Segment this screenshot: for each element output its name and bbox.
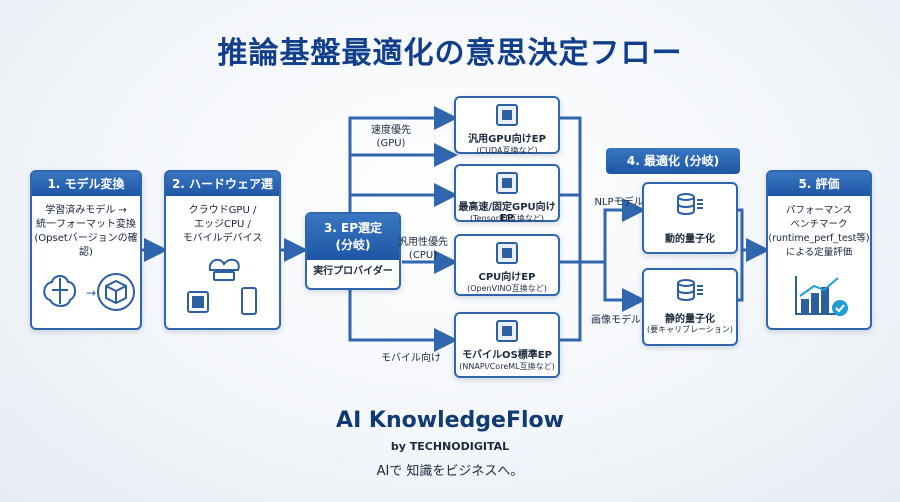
branch-label-speed: 速度優先 (GPU) — [371, 125, 411, 149]
step-header: 5. 評価 — [768, 172, 870, 196]
cpu-chip-icon — [187, 291, 209, 313]
ep-card-cpu: CPU向けEP (OpenVINO互換など) — [454, 234, 560, 296]
ep-note: (OpenVINO互換など) — [467, 284, 547, 293]
step-optimization-header: 4. 最適化 (分岐) — [606, 148, 740, 174]
ep-card-mobile: モバイルOS標準EP (NNAPI/CoreML互換など) — [454, 312, 560, 378]
step-description: パフォーマンス ベンチマーク (runtime_perf_test等) による定… — [768, 205, 870, 258]
optimization-name: 静的量子化 — [665, 314, 715, 325]
ep-note: (TensorRT互換など) — [470, 214, 544, 223]
ep-note: (CUDA互換など) — [476, 146, 538, 155]
branch-label-mobile: モバイル向け — [381, 353, 441, 364]
branch-label-nlp: NLPモデル — [594, 197, 644, 208]
step-ep-selection: 3. EP選定 (分岐) 実行プロバイダー — [305, 212, 401, 290]
brain-icon — [43, 275, 76, 307]
cpu-chip-icon — [496, 320, 518, 342]
optimization-dynamic: 動的量子化 — [642, 182, 738, 254]
hardware-illustration — [187, 258, 257, 315]
step-header: 3. EP選定 (分岐) — [307, 214, 399, 260]
step-description: 学習済みモデル → 統一フォーマット変換 (Opsetバージョンの確認) — [34, 205, 138, 258]
ep-name: CPU向けEP — [478, 272, 536, 283]
ep-name: 汎用GPU向けEP — [468, 134, 546, 145]
footer-tagline: AIで 知識をビジネスへ。 — [376, 464, 524, 479]
database-icon — [677, 193, 703, 215]
step-description: クラウドGPU / エッジCPU / モバイルデバイス — [182, 205, 263, 244]
arrow-to-static — [603, 262, 646, 312]
optimization-name: 動的量子化 — [665, 234, 715, 245]
optimization-static: 静的量子化 (要キャリブレーション) — [642, 268, 738, 346]
model-cube-icon — [97, 273, 135, 311]
smartphone-icon — [241, 287, 257, 315]
ep-name: 最高速/固定GPU向けEP — [458, 202, 556, 224]
database-icon — [677, 279, 703, 301]
arrow-to-dynamic — [603, 198, 646, 262]
check-badge-icon — [832, 300, 848, 316]
evaluation-illustration — [795, 276, 848, 316]
cpu-chip-icon — [496, 104, 518, 126]
step-hardware-selection: 2. ハードウェア選定 クラウドGPU / エッジCPU / モバイルデバイス — [164, 170, 281, 330]
ep-card-generic-gpu: 汎用GPU向けEP (CUDA互換など) — [454, 96, 560, 155]
optimization-note: (要キャリブレーション) — [646, 325, 734, 334]
brain-to-cube-illustration: → — [43, 273, 135, 311]
cpu-chip-icon — [496, 172, 518, 194]
page-title: 推論基盤最適化の意思決定フロー — [217, 36, 683, 71]
step-header: 1. モデル変換 — [32, 172, 140, 196]
step-evaluation: 5. 評価 パフォーマンス ベンチマーク (runtime_perf_test等… — [766, 170, 872, 330]
cpu-chip-icon — [496, 242, 518, 264]
branch-label-image: 画像モデル — [591, 315, 641, 326]
ep-note: (NNAPI/CoreML互換など) — [459, 362, 555, 371]
step-model-conversion: 1. モデル変換 学習済みモデル → 統一フォーマット変換 (Opsetバージョ… — [30, 170, 142, 330]
footer-byline: by TECHNODIGITAL — [390, 440, 510, 453]
branch-label-general: 汎用性優先 (CPU) — [398, 237, 448, 261]
ep-card-fast-gpu: 最高速/固定GPU向けEP (TensorRT互換など) — [454, 164, 560, 224]
cloud-server-icon — [208, 258, 240, 281]
step-header: 2. ハードウェア選定 — [166, 172, 279, 215]
step-description: 実行プロバイダー — [313, 266, 393, 277]
ep-name: モバイルOS標準EP — [462, 350, 552, 361]
bar-chart-icon — [795, 276, 842, 315]
svg-text:→: → — [86, 286, 96, 300]
footer-brand: AI KnowledgeFlow — [336, 408, 564, 433]
